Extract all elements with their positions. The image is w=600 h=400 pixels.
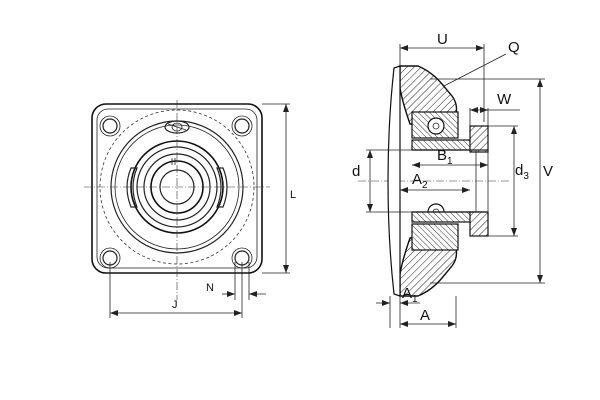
bolt-holes — [99, 115, 253, 269]
dim-label-N: N — [206, 282, 214, 294]
collar-lower — [469, 211, 489, 237]
dim-label-d: d — [352, 163, 360, 180]
dim-label-L: L — [290, 189, 296, 201]
front-view: L J N — [84, 100, 296, 318]
dim-label-J: J — [172, 299, 178, 311]
right-boss — [216, 167, 228, 208]
dim-label-d3: d3 — [515, 162, 529, 182]
outer-ring-lower — [411, 223, 459, 251]
section-view: U Q W B1 d A2 — [352, 31, 553, 328]
dim-label-V: V — [543, 163, 553, 180]
dim-label-A: A — [420, 307, 430, 324]
collar-upper — [469, 125, 489, 153]
ball-upper — [427, 117, 445, 135]
flange-plate — [387, 65, 401, 297]
dim-label-W: W — [497, 91, 512, 108]
housing-section-lower — [399, 237, 458, 297]
left-boss — [126, 167, 138, 208]
housing-section-upper — [399, 65, 458, 125]
dim-label-Q: Q — [508, 39, 520, 56]
dim-label-A2: A2 — [412, 171, 428, 191]
dim-label-U: U — [437, 31, 448, 48]
dim-label-A1: A1 — [402, 285, 418, 305]
inner-ring-lower — [411, 211, 477, 223]
dim-label-B1: B1 — [437, 147, 453, 167]
